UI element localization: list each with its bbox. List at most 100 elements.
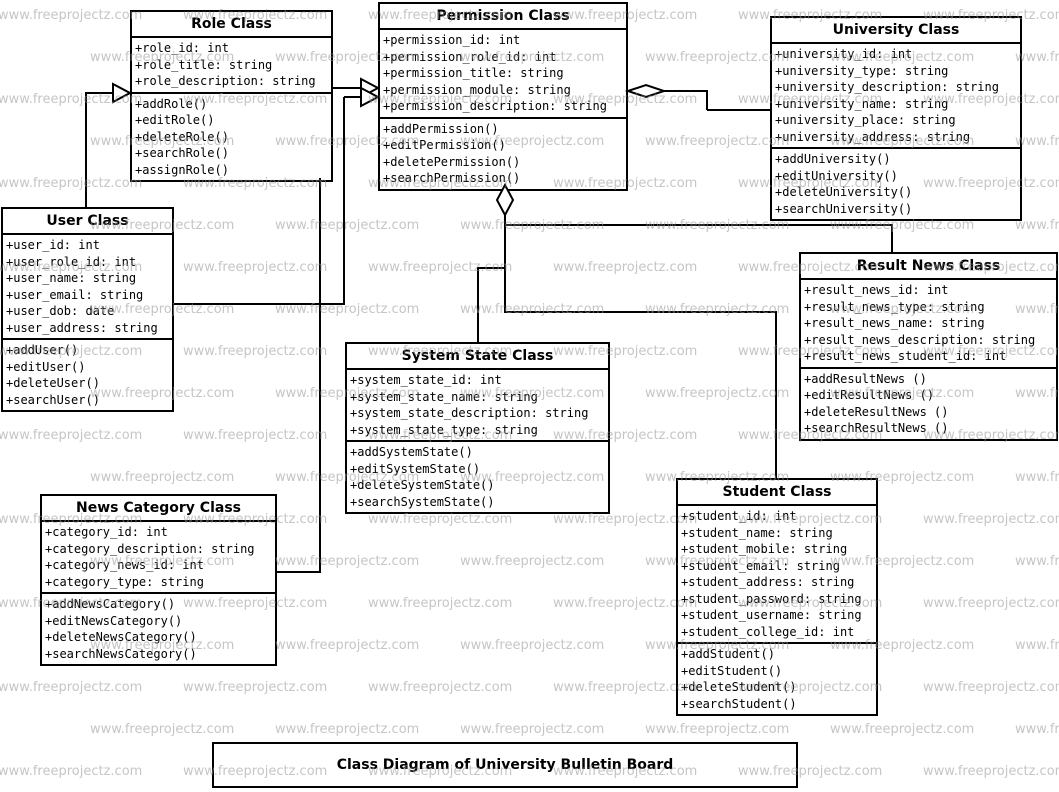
connector-user-to-role [85, 82, 133, 207]
watermark-text: www.freeprojectz.com [645, 386, 790, 401]
watermark-text: www.freeprojectz.com [368, 260, 513, 275]
class-methods: +addNewsCategory() +editNewsCategory() +de… [42, 594, 275, 664]
member-row: +role_description: string [135, 74, 316, 88]
class-box-student: Student Class +student_id: int +student_n… [676, 478, 878, 716]
member-row: +system_state_id: int [350, 373, 502, 387]
watermark-text: www.freeprojectz.com [1015, 722, 1059, 737]
member-row: +editUser() [6, 359, 86, 374]
class-attributes: +user_id: int+user_role_id: int+user_nam… [3, 235, 172, 340]
watermark-text: www.freeprojectz.com [0, 764, 143, 779]
class-attributes: +student_id: int +student_name: string +st… [678, 506, 876, 644]
watermark-text: www.freeprojectz.com [0, 428, 143, 443]
class-title: Result News Class [801, 254, 1056, 280]
watermark-text: www.freeprojectz.com [1015, 638, 1059, 653]
member-row: +searchResultNews () [804, 421, 949, 435]
class-attributes: +permission_id: int+permission_role_id: … [380, 30, 626, 119]
member-row: +addRole() [135, 96, 208, 111]
member-row: +student_email: string [681, 558, 840, 573]
class-title: Student Class [678, 480, 876, 506]
member-row: +student_name: string [681, 525, 833, 540]
member-row: +searchRole() [135, 146, 229, 160]
member-row: +deleteUniversity() [775, 185, 913, 199]
watermark-text: www.freeprojectz.com [460, 302, 605, 317]
member-row: +university_type: string [775, 63, 949, 78]
member-row: +user_email: string [6, 287, 144, 302]
member-row: +result_news_student_id: int [804, 349, 1007, 363]
watermark-text: www.freeprojectz.com [275, 638, 420, 653]
diagram-caption: Class Diagram of University Bulletin Boa… [336, 757, 674, 773]
member-row: +student_id: int [681, 509, 797, 523]
member-row: +searchNewsCategory() [45, 646, 197, 661]
watermark-text: www.freeprojectz.com [0, 92, 143, 107]
member-row: +deleteStudent() [681, 680, 797, 694]
member-row: +university_name: string [775, 96, 949, 111]
member-row: +student_username: string [681, 608, 862, 622]
member-row: +system_state_name: string [350, 389, 538, 404]
watermark-text: www.freeprojectz.com [645, 302, 790, 317]
member-row: +university_address: string [775, 129, 971, 144]
watermark-text: www.freeprojectz.com [1015, 554, 1059, 569]
member-row: +deleteSystemState() [350, 478, 495, 492]
member-row: +category_description: string [45, 541, 255, 556]
watermark-text: www.freeprojectz.com [830, 722, 975, 737]
member-row: +permission_description: string [383, 99, 607, 113]
diagram-caption-box: Class Diagram of University Bulletin Boa… [212, 742, 798, 788]
class-box-result-news: Result News Class +result_news_id: int+r… [799, 252, 1058, 441]
member-row: +addPermission() [383, 121, 499, 136]
watermark-text: www.freeprojectz.com [368, 596, 513, 611]
watermark-text: www.freeprojectz.com [183, 260, 328, 275]
watermark-text: www.freeprojectz.com [275, 722, 420, 737]
class-attributes: +university_id: int+university_type: str… [772, 44, 1020, 149]
watermark-text: www.freeprojectz.com [368, 680, 513, 695]
class-methods: +addUser()+editUser()+deleteUser()+searc… [3, 340, 172, 410]
watermark-text: www.freeprojectz.com [183, 428, 328, 443]
class-title: Permission Class [380, 4, 626, 30]
member-row: +assignRole() [135, 162, 229, 177]
watermark-text: www.freeprojectz.com [645, 722, 790, 737]
member-row: +editRole() [135, 113, 215, 127]
class-box-user: User Class +user_id: int+user_role_id: i… [1, 207, 174, 412]
member-row: +category_type: string [45, 574, 204, 589]
member-row: +student_college_id: int [681, 624, 855, 639]
watermark-text: www.freeprojectz.com [923, 512, 1059, 527]
member-row: +searchUniversity() [775, 201, 913, 216]
watermark-text: www.freeprojectz.com [460, 218, 605, 233]
member-row: +student_mobile: string [681, 542, 848, 556]
member-row: +addResultNews () [804, 371, 927, 386]
member-row: +system_state_type: string [350, 422, 538, 437]
member-row: +searchPermission() [383, 171, 521, 185]
watermark-text: www.freeprojectz.com [0, 680, 143, 695]
member-row: +permission_module: string [383, 82, 571, 97]
member-row: +searchStudent() [681, 696, 797, 711]
member-row: +deleteUser() [6, 376, 100, 390]
watermark-text: www.freeprojectz.com [90, 470, 235, 485]
member-row: +deleteResultNews () [804, 404, 949, 419]
member-row: +role_title: string [135, 57, 273, 72]
member-row: +editNewsCategory() [45, 613, 183, 628]
member-row: +user_role_id: int [6, 254, 137, 269]
generalization-arrow-icon [112, 82, 133, 104]
watermark-text: www.freeprojectz.com [645, 134, 790, 149]
class-box-permission: Permission Class +permission_id: int+per… [378, 2, 628, 191]
class-methods: +addSystemState() +editSystemState() +dele… [347, 442, 608, 512]
member-row: +deleteNewsCategory() [45, 630, 197, 644]
member-row: +addSystemState() [350, 445, 473, 459]
watermark-text: www.freeprojectz.com [645, 50, 790, 65]
watermark-text: www.freeprojectz.com [275, 554, 420, 569]
watermark-text: www.freeprojectz.com [923, 680, 1059, 695]
member-row: +deleteRole() [135, 129, 229, 144]
watermark-text: www.freeprojectz.com [90, 722, 235, 737]
class-methods: +addResultNews () +editResultNews () +dele… [801, 369, 1056, 439]
aggregation-diamond-icon [624, 83, 668, 99]
member-row: +result_news_name: string [804, 316, 985, 330]
member-row: +editSystemState() [350, 461, 481, 476]
member-row: +permission_id: int [383, 33, 521, 47]
member-row: +editResultNews () [804, 388, 935, 402]
member-row: +university_description: string [775, 80, 999, 94]
member-row: +result_news_type: string [804, 299, 985, 314]
member-row: +addNewsCategory() [45, 597, 176, 611]
member-row: +editPermission() [383, 138, 506, 152]
connector-permission-to-university [624, 83, 770, 111]
member-row: +university_place: string [775, 113, 956, 127]
watermark-text: www.freeprojectz.com [553, 260, 698, 275]
